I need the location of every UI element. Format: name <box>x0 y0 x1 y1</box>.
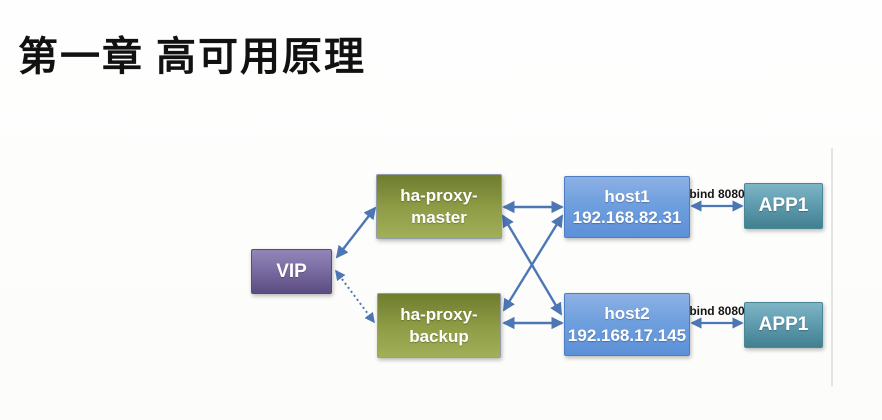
host1-name: host1 <box>604 186 650 206</box>
node-host2: host2 192.168.17.145 <box>564 293 690 356</box>
bind-8080-label-top: bind 8080 <box>689 187 745 201</box>
host2-ip: 192.168.17.145 <box>567 325 687 345</box>
app1-bottom-label: APP1 <box>758 314 809 336</box>
master-label-line2: master <box>411 207 467 227</box>
app1-top-label: APP1 <box>758 195 809 217</box>
backup-label-line1: ha-proxy- <box>400 305 478 325</box>
host1-ip: 192.168.82.31 <box>572 208 682 227</box>
node-app1-top: APP1 <box>744 183 823 229</box>
slide-edge-rule <box>831 148 833 386</box>
node-app1-bottom: APP1 <box>744 302 823 348</box>
node-vip: VIP <box>251 249 332 294</box>
bind-8080-label-bottom: bind 8080 <box>689 304 745 318</box>
page-title: 第一章 高可用原理 <box>18 34 366 79</box>
node-ha-proxy-master: ha-proxy- master <box>376 174 502 239</box>
node-ha-proxy-backup: ha-proxy- backup <box>377 293 501 358</box>
arrow-vip-master <box>335 206 377 259</box>
backup-label-line2: backup <box>409 326 469 346</box>
vip-label: VIP <box>276 260 307 282</box>
arrow-backup-host1 <box>502 214 564 312</box>
arrow-vip-backup-dotted <box>335 269 375 324</box>
host2-name: host2 <box>604 304 650 324</box>
master-label-line1: ha-proxy- <box>400 186 478 206</box>
node-host1: host1 192.168.82.31 <box>564 176 690 238</box>
